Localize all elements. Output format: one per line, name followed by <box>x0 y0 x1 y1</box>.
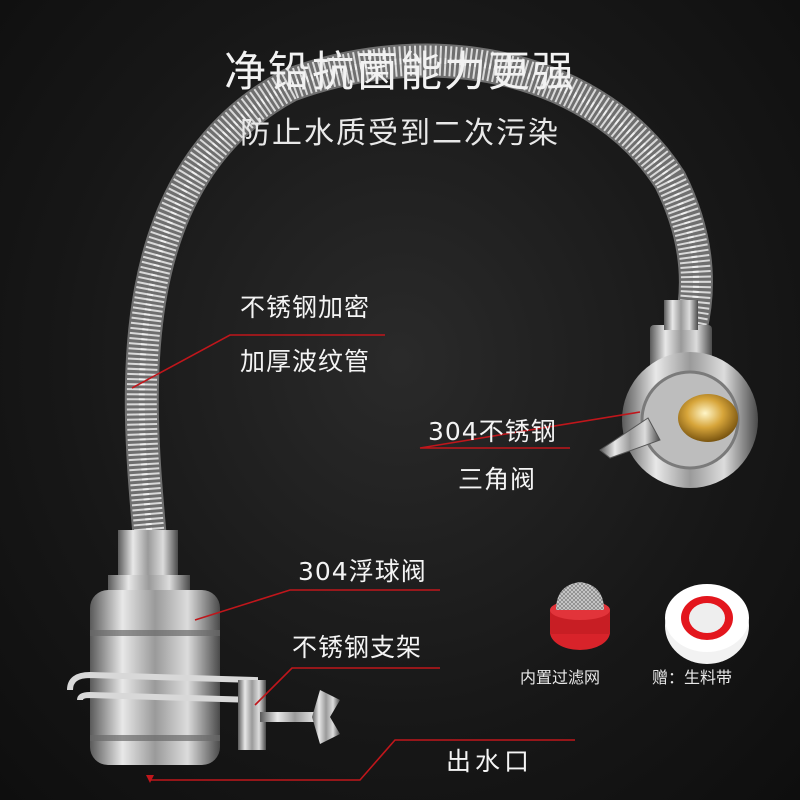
callout-outlet: 出水口 <box>446 747 534 776</box>
callout-valve-line2: 三角阀 <box>458 465 537 494</box>
angle-valve <box>599 300 758 488</box>
leader-line-outlet <box>150 739 575 781</box>
leader-line-bracket <box>254 667 440 706</box>
headline-subtitle: 防止水质受到二次污染 <box>240 116 560 151</box>
callout-hose-line1: 不锈钢加密 <box>240 293 371 322</box>
headline-title: 净铅抗菌能力更强 <box>223 47 576 96</box>
stainless-bracket <box>67 671 340 750</box>
callout-hose-line2: 加厚波纹管 <box>240 347 371 376</box>
callout-float-valve: 304浮球阀 <box>298 557 427 586</box>
leader-line-hose <box>131 334 385 389</box>
leader-line-valve <box>419 411 641 449</box>
float-valve <box>90 530 220 765</box>
leader-line-float-valve <box>194 589 440 621</box>
leader-lines <box>131 334 641 781</box>
outlet-marker <box>146 775 154 783</box>
filter-screen <box>550 582 610 650</box>
ptfe-tape <box>665 584 749 664</box>
tape-label: 赠：生料带 <box>652 668 733 687</box>
filter-label: 内置过滤网 <box>520 668 601 687</box>
callout-bracket: 不锈钢支架 <box>292 633 423 662</box>
callout-valve-line1: 304不锈钢 <box>428 417 557 446</box>
corrugated-hose <box>124 43 713 557</box>
